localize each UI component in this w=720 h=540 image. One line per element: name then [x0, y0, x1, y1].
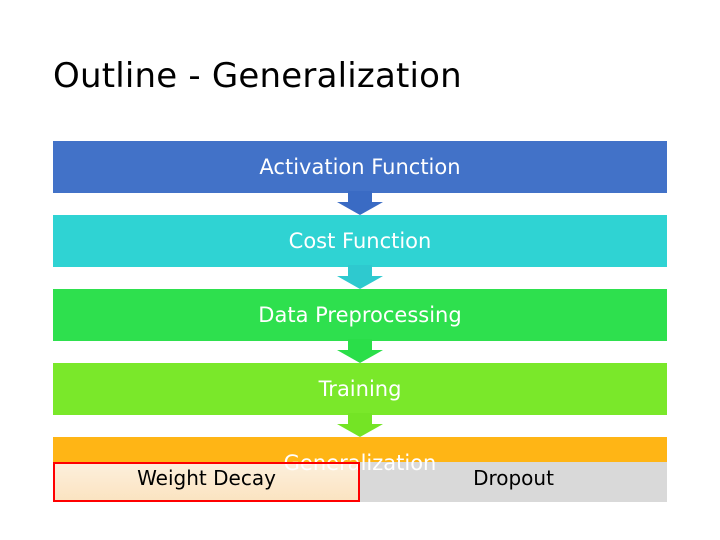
page-title: Outline - Generalization: [53, 56, 462, 96]
chevron-label: Training: [318, 376, 402, 401]
method-label: Dropout: [473, 466, 554, 490]
method-label: Weight Decay: [137, 466, 276, 490]
chevron-label: Activation Function: [259, 154, 461, 179]
down-arrow-icon: [337, 265, 383, 289]
method-weight-decay[interactable]: Weight Decay: [53, 462, 360, 502]
chevron-training[interactable]: Training: [53, 363, 667, 437]
down-arrow-icon: [337, 413, 383, 437]
chevron-data-preprocessing[interactable]: Data Preprocessing: [53, 289, 667, 363]
chevron-cost-function[interactable]: Cost Function: [53, 215, 667, 289]
chevron-label: Data Preprocessing: [258, 302, 462, 327]
chevron-stack: Activation Function Cost Function Data P…: [53, 141, 667, 489]
chevron-activation-function[interactable]: Activation Function: [53, 141, 667, 215]
chevron-label: Generalization: [283, 450, 437, 475]
down-arrow-icon: [337, 339, 383, 363]
down-arrow-icon: [337, 191, 383, 215]
method-dropout[interactable]: Dropout: [360, 462, 667, 502]
chevron-label: Cost Function: [288, 228, 432, 253]
generalization-methods-row: Weight Decay Dropout: [53, 462, 667, 502]
